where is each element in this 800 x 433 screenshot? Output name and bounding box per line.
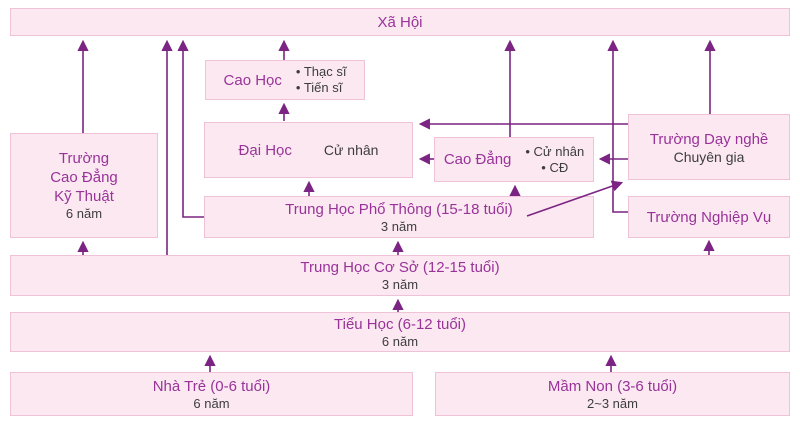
arrow-thpt-to-xa-hoi [177,39,204,218]
node-cao-hoc-label: Cao Học [223,71,282,89]
node-mam-non-label: Mầm Non (3-6 tuổi) [547,377,678,395]
node-truong-day-nghe: Trường Dạy nghề Chuyên gia [628,114,790,180]
node-mam-non: Mầm Non (3-6 tuổi) 2~3 năm [435,372,790,416]
node-truong-day-nghe-label: Trường Dạy nghề [649,130,769,148]
node-thpt-duration: 3 năm [380,218,418,234]
node-thpt: Trung Học Phổ Thông (15-18 tuổi) 3 năm [204,196,594,238]
node-tieu-hoc: Tiểu Học (6-12 tuổi) 6 năm [10,312,790,352]
node-cao-hoc-degree-tien-si: Tiến sĩ [296,80,343,96]
node-xa-hoi-label: Xã Hội [377,13,423,31]
node-cao-dang-degree: Cử nhân CĐ [525,144,585,176]
node-cao-dang: Cao Đẳng Cử nhân CĐ [434,137,594,182]
node-truong-day-nghe-sub: Chuyên gia [673,148,745,165]
node-cao-hoc-degrees: Thạc sĩ Tiến sĩ [296,64,347,96]
node-dai-hoc: Đại Học Cử nhân [204,122,413,178]
node-cao-hoc: Cao Học Thạc sĩ Tiến sĩ [205,60,365,100]
node-mam-non-duration: 2~3 năm [587,395,638,411]
node-truong-nghiep-vu-label: Trường Nghiệp Vụ [646,208,772,226]
node-truong-cdkt-line3: Kỹ Thuật [54,188,114,205]
node-cao-dang-degree-line1: Cử nhân [525,144,585,160]
node-truong-nghiep-vu: Trường Nghiệp Vụ [628,196,790,238]
arrow-nghiep-vu-to-xa-hoi [607,39,628,213]
node-nha-tre: Nhà Trẻ (0-6 tuổi) 6 năm [10,372,413,416]
node-truong-cdkt-duration: 6 năm [65,206,103,221]
node-dai-hoc-degree: Cử nhân [323,142,379,158]
node-truong-cao-dang-ky-thuat: Trường Cao Đẳng Kỹ Thuật 6 năm [10,133,158,238]
node-tieu-hoc-duration: 6 năm [381,333,419,349]
node-thcs-duration: 3 năm [381,277,419,292]
node-cao-dang-label: Cao Đẳng [443,151,512,168]
node-cao-dang-degree-line2: CĐ [525,160,584,176]
node-truong-cdkt-line1: Trường [58,150,110,167]
node-xa-hoi: Xã Hội [10,8,790,36]
node-nha-tre-duration: 6 năm [193,395,230,411]
node-cao-hoc-degree-thac-si: Thạc sĩ [296,64,347,80]
node-thpt-label: Trung Học Phổ Thông (15-18 tuổi) [285,200,513,218]
node-thcs: Trung Học Cơ Sở (12-15 tuổi) 3 năm [10,255,790,296]
node-nha-tre-label: Nhà Trẻ (0-6 tuổi) [152,377,271,395]
node-thcs-label: Trung Học Cơ Sở (12-15 tuổi) [300,259,500,276]
node-truong-cdkt-line2: Cao Đẳng [50,169,118,186]
node-dai-hoc-label: Đại Học [238,141,292,159]
node-tieu-hoc-label: Tiểu Học (6-12 tuổi) [334,315,466,333]
